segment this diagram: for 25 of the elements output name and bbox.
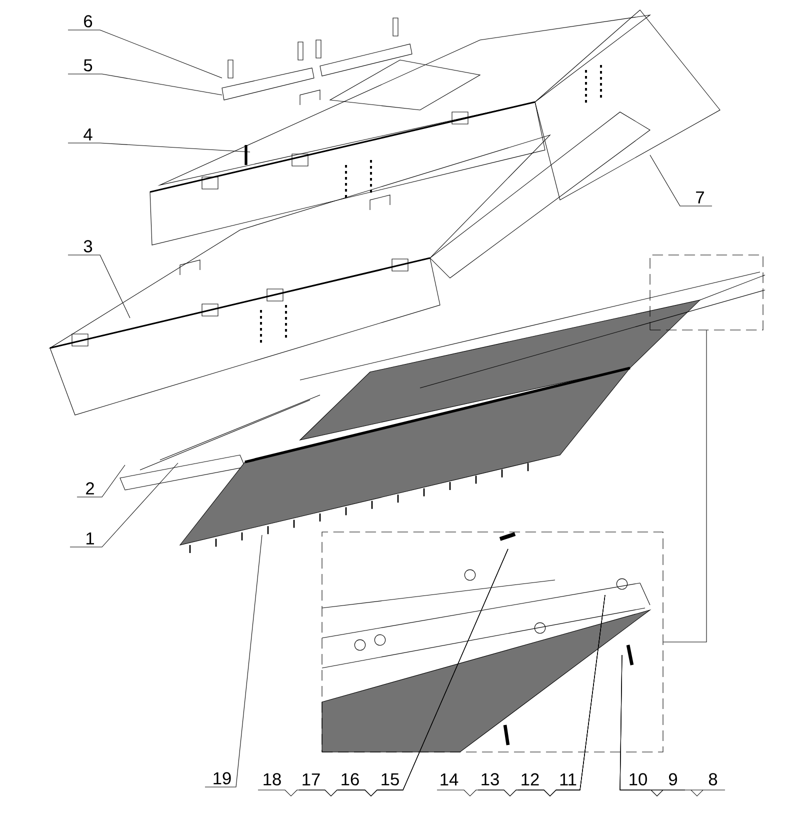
callout-number: 14 xyxy=(440,774,458,786)
detail-frame xyxy=(322,532,664,752)
callout-number: 1 xyxy=(86,532,94,544)
leader-line xyxy=(620,654,650,790)
leader-line xyxy=(436,594,606,796)
callout-number: 10 xyxy=(630,773,647,786)
callout-number: 13 xyxy=(482,773,499,786)
callout-number: 7 xyxy=(696,191,704,204)
callout-number: 18 xyxy=(264,773,281,786)
callout-number: 11 xyxy=(560,774,576,786)
callout-number: 15 xyxy=(382,773,399,786)
callout-number: 6 xyxy=(84,15,92,28)
leader-line xyxy=(663,330,707,642)
callout-number: 2 xyxy=(86,482,94,494)
leader-line xyxy=(258,548,508,796)
callout-number: 9 xyxy=(669,773,677,786)
callout-number: 5 xyxy=(84,59,92,72)
callout-number: 19 xyxy=(214,772,231,784)
callout-number: 12 xyxy=(522,773,539,786)
callout-number: 4 xyxy=(84,128,92,140)
callout-number: 17 xyxy=(302,774,320,786)
callout-number: 3 xyxy=(84,240,92,252)
detail-frame xyxy=(650,254,764,330)
callout-number: 16 xyxy=(342,773,359,786)
callout-number: 8 xyxy=(708,773,718,786)
